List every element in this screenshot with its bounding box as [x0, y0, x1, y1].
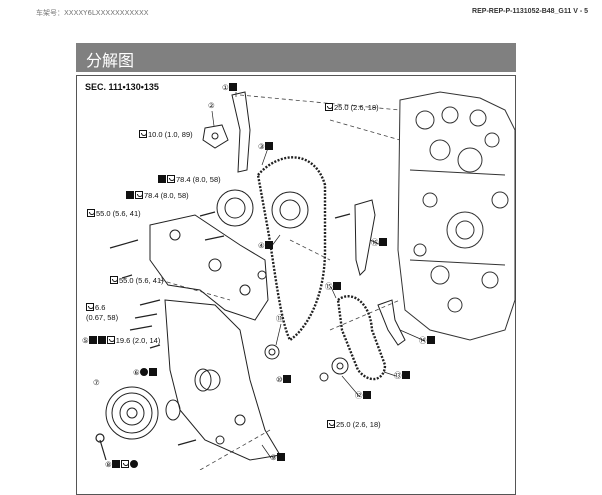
new-part-icon — [158, 175, 166, 183]
part-label-14: ⑭ — [419, 336, 436, 346]
section-header-bar: 分解图 — [76, 43, 516, 72]
new-part-icon — [282, 375, 291, 383]
torque-wrench-icon — [86, 303, 94, 311]
torque-wrench-icon — [87, 209, 95, 217]
torque-wrench-icon — [139, 130, 147, 138]
part-label-8: ⑧ — [105, 460, 139, 470]
new-part-icon — [264, 142, 273, 150]
torque-wrench-icon — [120, 460, 129, 468]
new-part-icon — [362, 391, 371, 399]
part-label-6: ⑥ — [133, 368, 158, 378]
part-label-12: ⑫ — [355, 391, 372, 401]
new-part-icon — [126, 191, 134, 199]
camshaft-sprocket-intake — [216, 189, 254, 227]
torque-wrench-icon — [106, 336, 115, 344]
idler-sprocket — [331, 357, 349, 375]
new-part-icon — [88, 336, 97, 344]
part-label-16: ⑯ — [371, 238, 388, 248]
torque-label-55b: 55.0 (5.6, 41) — [110, 276, 164, 286]
sec-code: SEC. 111•130•135 — [85, 82, 159, 92]
torque-label-66: 6.6(0.67, 58) — [86, 303, 119, 322]
new-part-icon — [332, 282, 341, 290]
torque-wrench-icon — [167, 175, 175, 183]
torque-label-55a: 55.0 (5.6, 41) — [87, 209, 141, 219]
do-not-reuse-icon — [129, 460, 138, 468]
torque-label-25a: 25.0 (2.6, 18) — [325, 103, 379, 113]
section-title: 分解图 — [86, 51, 135, 70]
chain-tensioner — [377, 299, 406, 346]
new-part-icon — [426, 336, 435, 344]
front-cover-lower — [164, 299, 281, 461]
page-code: REP-REP-P-1131052-B48_G11 V - 5 — [472, 8, 588, 15]
exploded-view-drawing — [95, 91, 516, 470]
new-part-icon — [111, 460, 120, 468]
bracket — [202, 124, 229, 149]
torque-label-784b: 78.4 (8.0, 58) — [126, 191, 189, 201]
crankshaft-sprocket — [264, 344, 280, 360]
balancer-chain — [336, 295, 387, 381]
torque-wrench-icon — [110, 276, 118, 284]
crankshaft-pulley — [105, 386, 159, 440]
new-part-icon — [264, 241, 273, 249]
part-label-11: ⑪ — [276, 314, 284, 323]
vin-label: 车架号：XXXXY6LXXXXXXXXXXX — [36, 9, 149, 17]
engine-block — [397, 91, 516, 341]
new-part-icon — [276, 453, 285, 461]
upper-chain-guide — [231, 91, 251, 173]
timing-chain — [256, 156, 327, 342]
torque-label-784a: 78.4 (8.0, 58) — [158, 175, 221, 185]
part-label-13: ⑬ — [394, 371, 411, 381]
new-part-icon — [401, 371, 410, 379]
bolts — [95, 211, 351, 461]
torque-wrench-icon — [135, 191, 143, 199]
part-label-2: ② — [208, 101, 215, 110]
new-part-icon — [378, 238, 387, 246]
part-label-7: ⑦ — [93, 378, 100, 387]
part-label-9: ⑨ — [270, 453, 286, 463]
part-label-4: ④ — [258, 241, 274, 251]
new-part-icon — [228, 83, 237, 91]
torque-wrench-icon — [327, 420, 335, 428]
camshaft-sprocket-exhaust — [271, 191, 309, 229]
do-not-reuse-icon — [139, 368, 148, 376]
part-label-1: ① — [222, 83, 238, 93]
part-label-15: ⑮ — [325, 282, 342, 292]
torque-wrench-icon — [325, 103, 333, 111]
front-cover — [149, 214, 269, 321]
part-label-10: ⑩ — [276, 375, 292, 385]
part-label-3: ③ — [258, 142, 274, 152]
torque-label-25b: 25.0 (2.6, 18) — [327, 420, 381, 430]
torque-label-10: 10.0 (1.0, 89) — [139, 130, 193, 140]
new-part-icon — [148, 368, 157, 376]
tensioner-guide — [354, 199, 376, 276]
lubricate-icon — [97, 336, 106, 344]
